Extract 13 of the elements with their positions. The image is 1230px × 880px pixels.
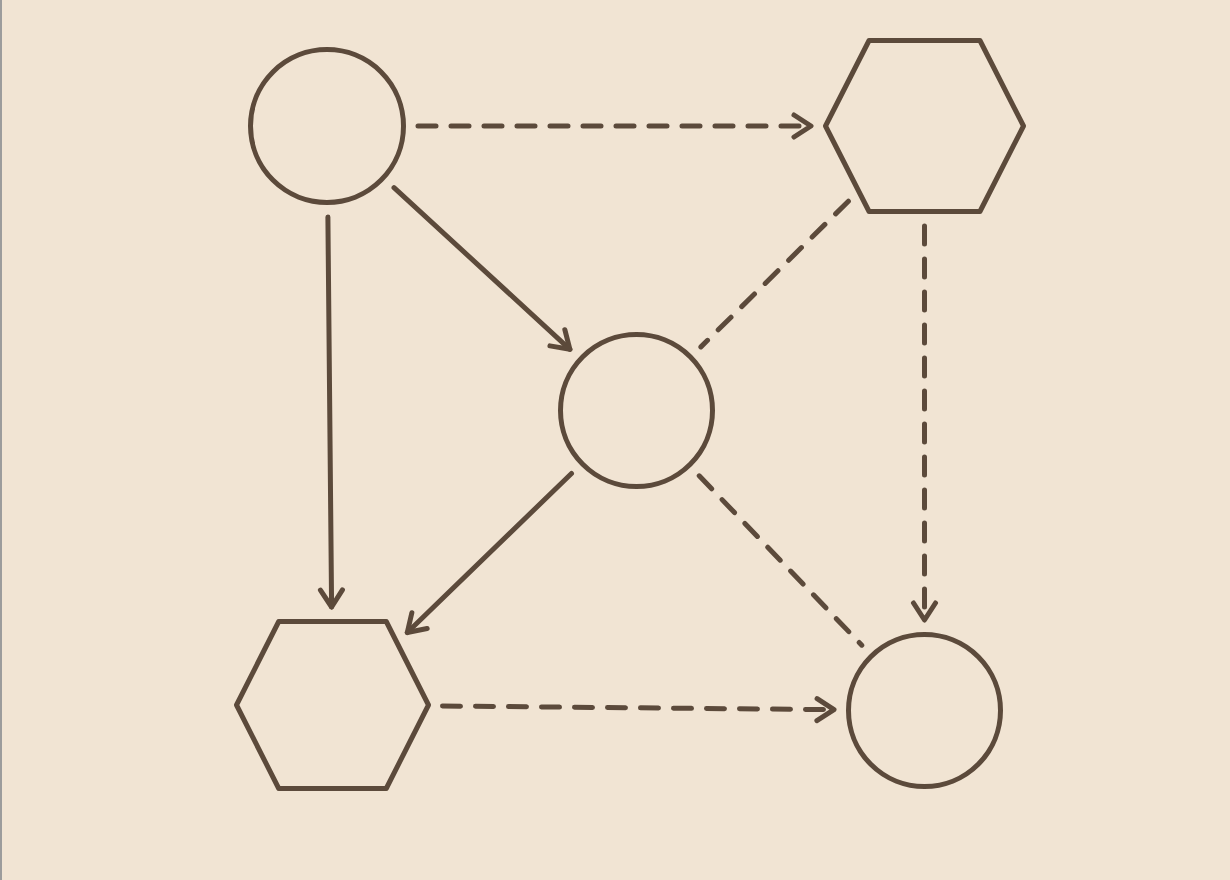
hexagon-node — [234, 619, 431, 791]
dashed-line — [698, 198, 851, 350]
circle-node — [846, 632, 1003, 789]
hexagon-node — [823, 38, 1026, 214]
arrow — [404, 471, 574, 635]
dashed-line — [696, 473, 865, 648]
arrow — [391, 185, 573, 352]
dashed-arrow — [415, 112, 814, 140]
dashed-arrow — [440, 696, 837, 724]
circle-node — [248, 47, 406, 205]
dashed-arrow — [911, 223, 938, 623]
arrow — [317, 214, 345, 610]
circle-node — [558, 332, 715, 489]
